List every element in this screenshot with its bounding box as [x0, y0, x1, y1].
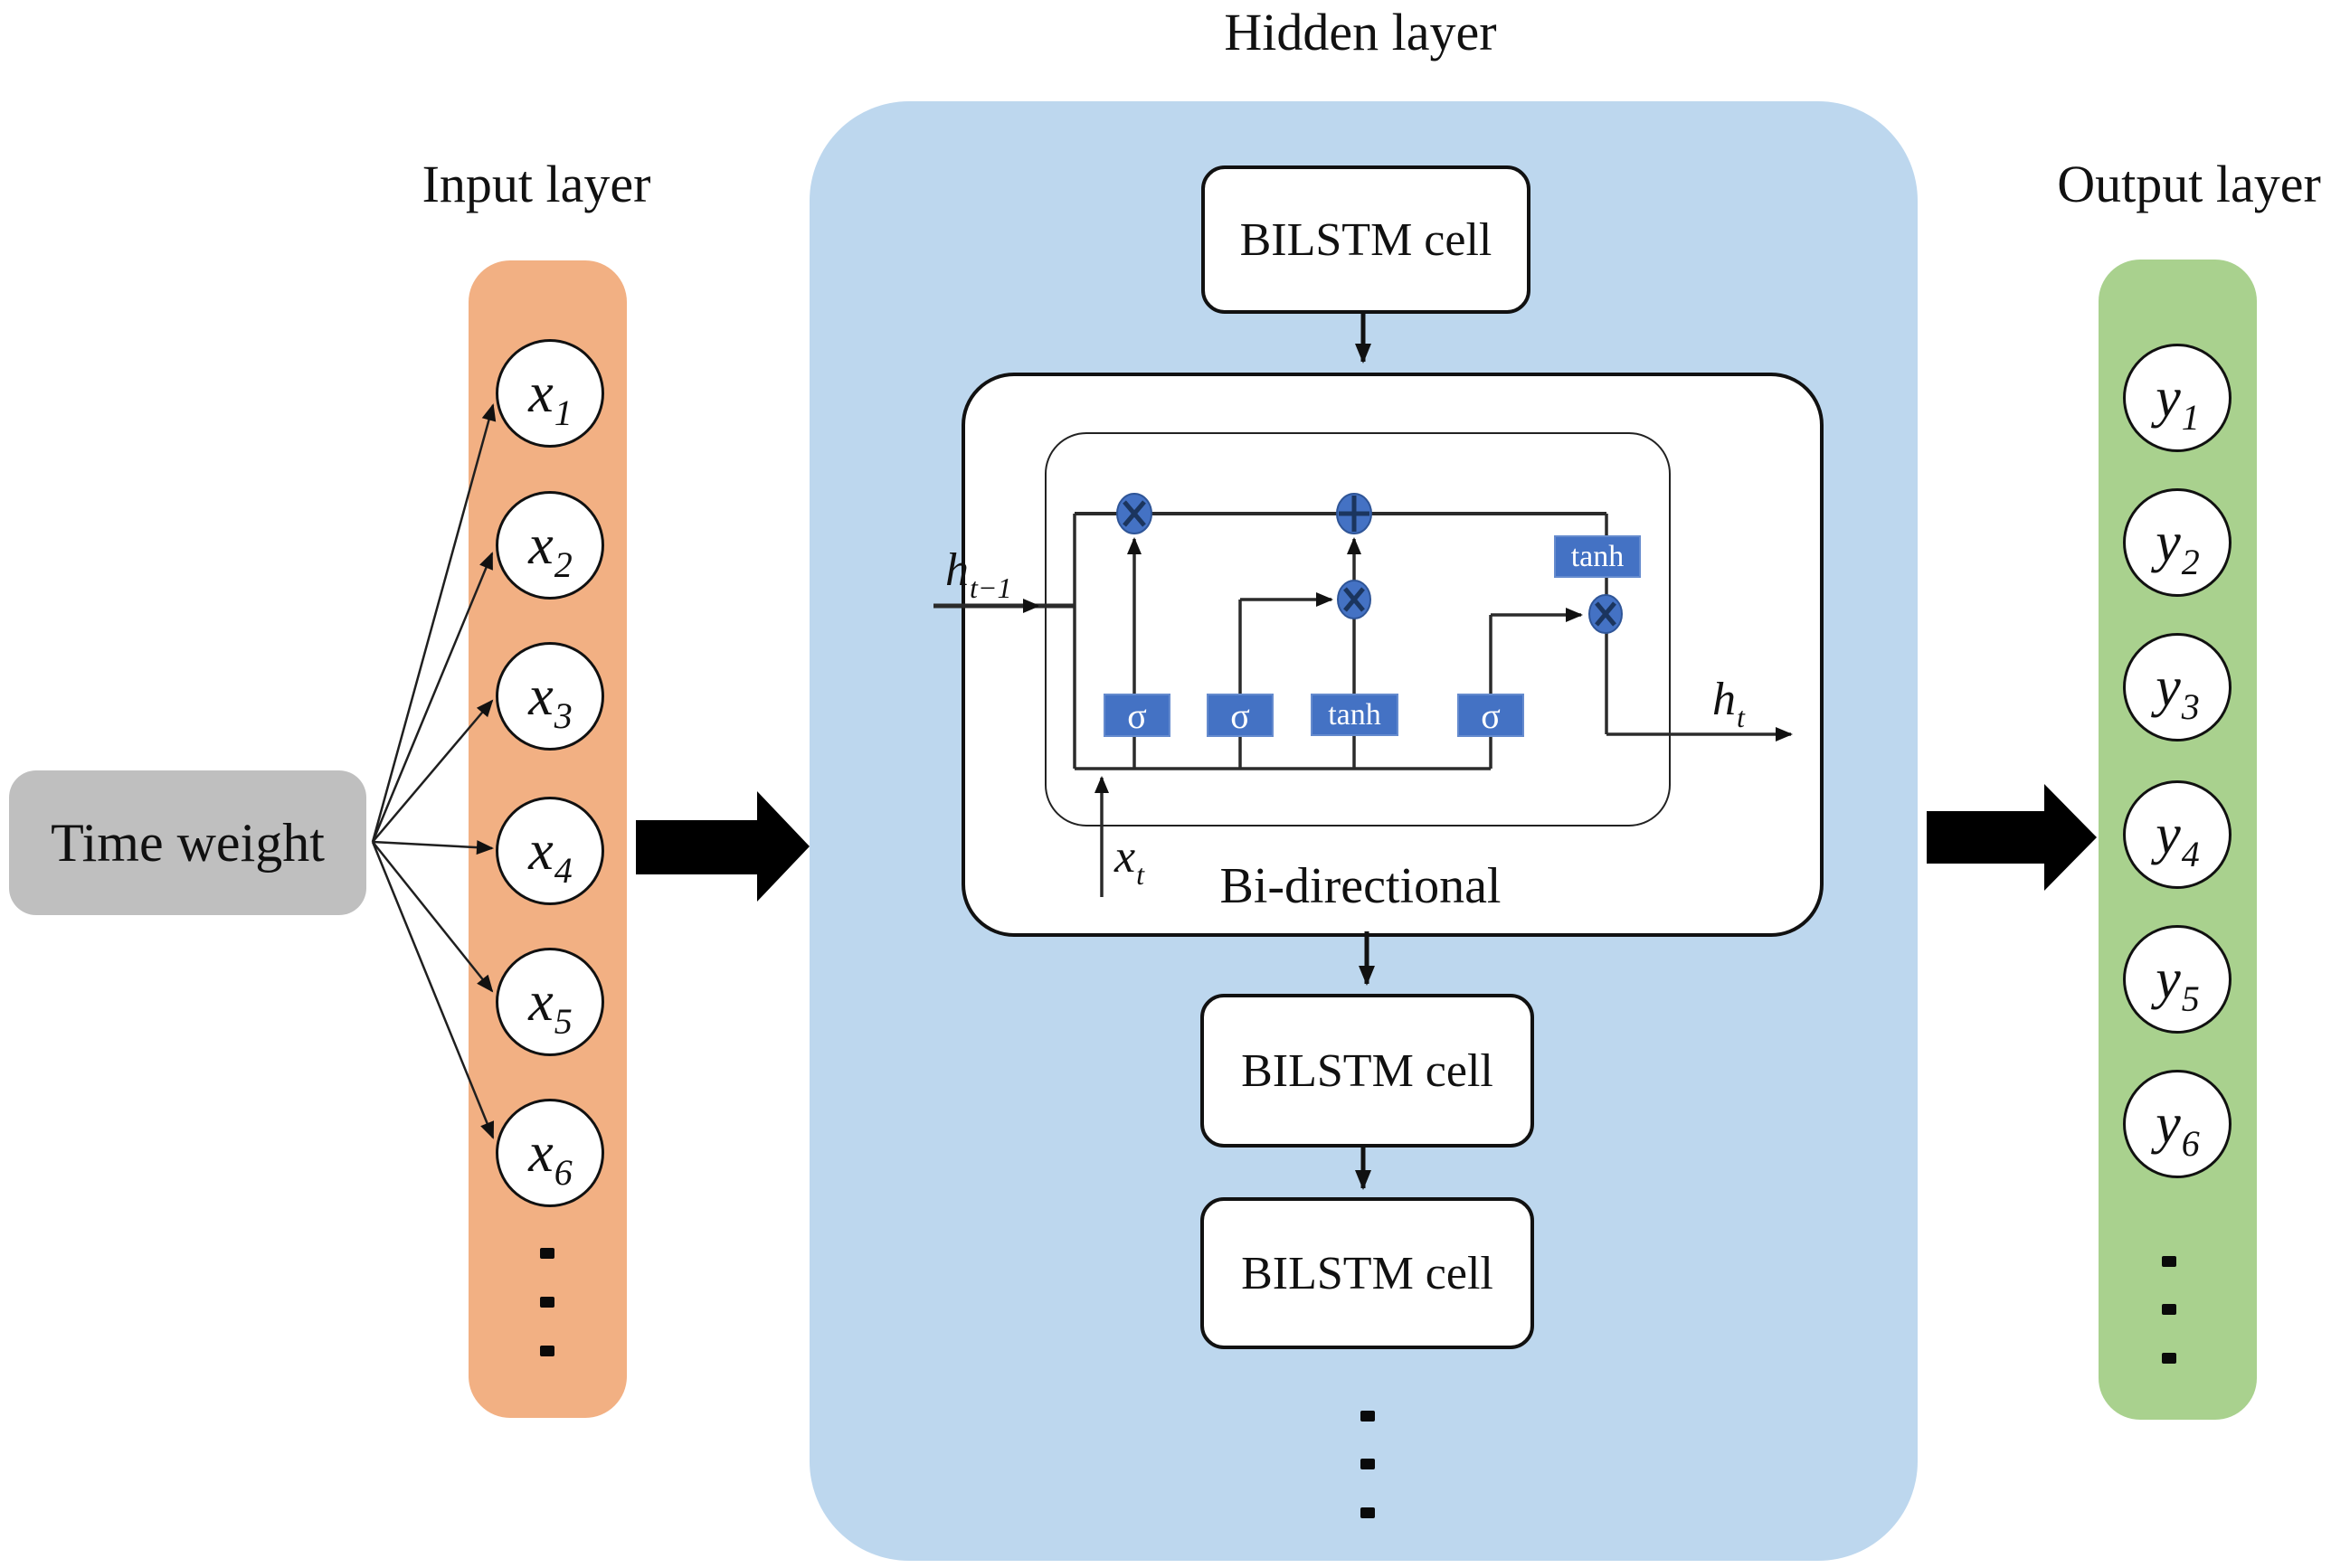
- h-out-sub: t: [1737, 701, 1745, 733]
- multiply-node-icon: [1588, 594, 1623, 634]
- time-weight-box: Time weight: [9, 770, 366, 915]
- lstm-operation-nodes: [1116, 493, 1623, 634]
- sigma-gate-2-label: σ: [1230, 694, 1250, 736]
- h-out-label: ht: [1712, 674, 1745, 732]
- output-layer-title: Output layer: [2057, 155, 2321, 213]
- sigma-gate-1: σ: [1104, 694, 1170, 737]
- fan-arrow: [371, 403, 497, 843]
- tanh-output-label: tanh: [1570, 539, 1625, 573]
- ellipsis-dot: [1360, 1507, 1375, 1518]
- fan-arrow: [371, 841, 495, 1139]
- tanh-gate-label: tanh: [1328, 697, 1381, 732]
- ellipsis-dot: [2162, 1304, 2176, 1315]
- time-weight-label: Time weight: [51, 812, 325, 873]
- sigma-gate-3: σ: [1457, 694, 1524, 737]
- sigma-gate-3-label: σ: [1481, 694, 1501, 736]
- input-to-hidden-arrow: [636, 791, 810, 902]
- hidden-layer-title: Hidden layer: [1224, 3, 1497, 61]
- bilstm-cell-top-label: BILSTM cell: [1239, 213, 1492, 266]
- add-node-icon: [1336, 493, 1372, 534]
- fan-arrow: [372, 840, 494, 855]
- ellipsis-dot: [2162, 1256, 2176, 1267]
- fan-arrow: [372, 841, 494, 993]
- bilstm-cell-middle-label: BILSTM cell: [1241, 1044, 1493, 1097]
- h-prev-base: h: [945, 544, 969, 596]
- multiply-node-icon: [1337, 580, 1371, 619]
- input-layer-title: Input layer: [422, 155, 651, 213]
- tanh-gate: tanh: [1311, 694, 1398, 736]
- bilstm-cell-top: BILSTM cell: [1201, 165, 1530, 314]
- tanh-output-box: tanh: [1554, 535, 1641, 578]
- ellipsis-dot: [540, 1346, 554, 1356]
- x-input-base: x: [1114, 831, 1136, 883]
- fan-arrow: [372, 699, 494, 843]
- ellipsis-dot: [1360, 1459, 1375, 1469]
- hidden-to-output-arrow: [1927, 784, 2097, 891]
- bidirectional-label: Bi-directional: [1219, 858, 1502, 914]
- time-weight-fan-arrows: [371, 403, 497, 1139]
- fan-arrow: [371, 552, 494, 843]
- multiply-node-icon: [1116, 493, 1152, 534]
- ellipsis-dot: [2162, 1353, 2176, 1364]
- sigma-gate-1-label: σ: [1127, 694, 1147, 736]
- bilstm-cell-middle: BILSTM cell: [1200, 994, 1534, 1148]
- h-prev-label: ht−1: [945, 544, 1011, 603]
- x-input-sub: t: [1136, 858, 1144, 891]
- ellipsis-dot: [540, 1248, 554, 1259]
- sigma-gate-2: σ: [1207, 694, 1274, 737]
- bilstm-cell-bottom-label: BILSTM cell: [1241, 1247, 1493, 1299]
- h-out-base: h: [1712, 674, 1736, 725]
- h-prev-sub: t−1: [970, 571, 1012, 604]
- ellipsis-dot: [1360, 1411, 1375, 1422]
- ellipsis-dot: [540, 1297, 554, 1308]
- bilstm-cell-bottom: BILSTM cell: [1200, 1197, 1534, 1349]
- x-input-label: xt: [1114, 831, 1144, 890]
